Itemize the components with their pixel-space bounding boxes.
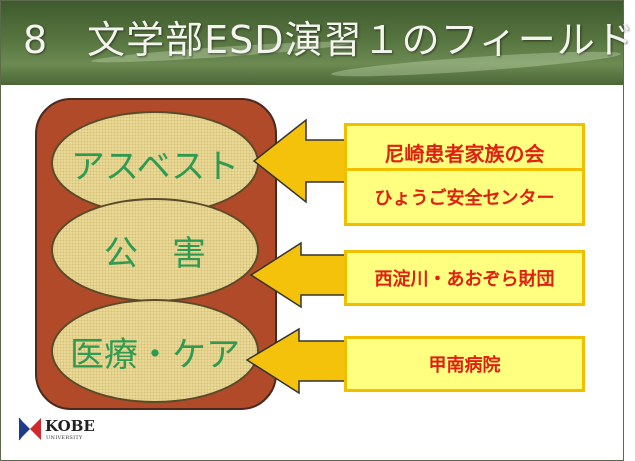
- arrow-left: [252, 118, 350, 204]
- organization-label: 西淀川・あおぞら財団: [374, 269, 555, 290]
- organization-label: ひょうご安全センター: [374, 188, 555, 209]
- diagram: アスベスト 公 害 医療・ケア 尼崎患者家族の会 ひょうご安全センター 西淀川・…: [1, 85, 623, 460]
- topic-label: アスベスト: [70, 146, 240, 187]
- slide-title: 8 文学部ESD演習１のフィールド: [23, 18, 635, 62]
- topic-oval-medical-care: 医療・ケア: [51, 299, 259, 403]
- organization-label: 尼崎患者家族の会: [384, 141, 545, 166]
- organization-box: ひょうご安全センター: [344, 168, 585, 226]
- arrow-left: [245, 327, 350, 395]
- organization-label: 甲南病院: [428, 355, 501, 376]
- kobe-university-logo: KOBE UNIVERSITY: [15, 414, 125, 454]
- organization-box: 甲南病院: [344, 336, 585, 392]
- title-bar: 8 文学部ESD演習１のフィールド: [1, 1, 634, 85]
- topic-label: 医療・ケア: [70, 334, 240, 375]
- arrow-left: [249, 241, 350, 309]
- logo-text: KOBE: [45, 417, 95, 435]
- organization-box: 西淀川・あおぞら財団: [344, 250, 585, 306]
- topic-oval-pollution: 公 害: [51, 198, 259, 302]
- topic-label: 公 害: [104, 233, 206, 274]
- kobe-logo-icon: [18, 417, 41, 441]
- logo-subtitle: UNIVERSITY: [46, 435, 83, 441]
